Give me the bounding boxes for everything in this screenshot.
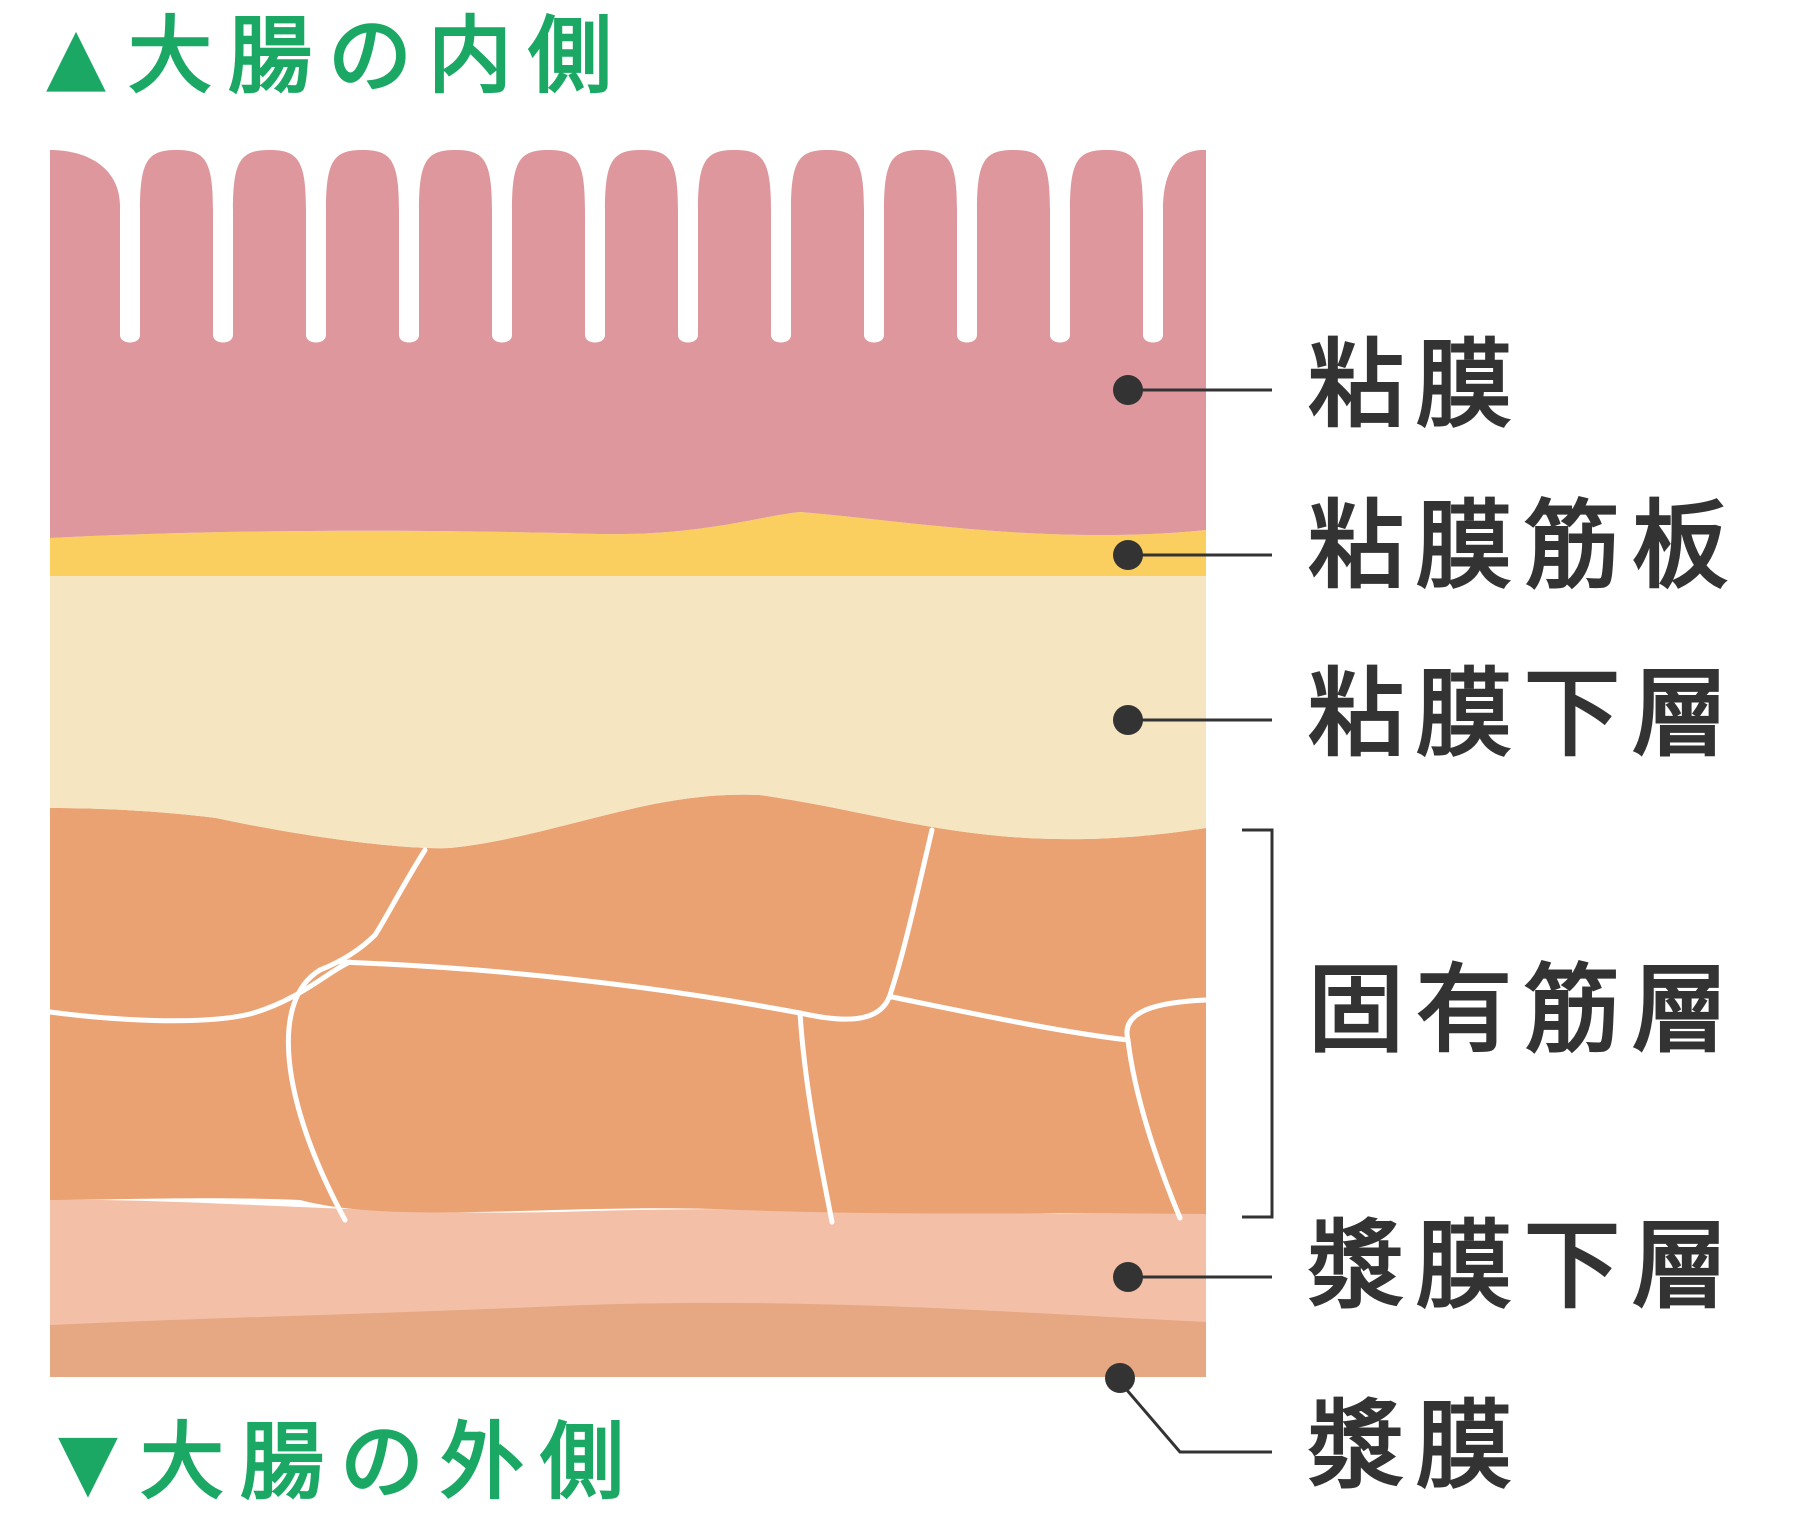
muscle-divider (1124, 997, 1209, 1043)
muscle-divider (1125, 1037, 1183, 1221)
mm-dot (1113, 540, 1143, 570)
mucosa-dot (1113, 375, 1143, 405)
triangle-up-icon: ▲ (46, 11, 106, 101)
label-mucosa: 粘膜 (1308, 329, 1524, 441)
serosa-leader (1118, 1381, 1272, 1454)
muscle-divider (797, 827, 935, 1022)
outer-side-text: 大腸の外側 (140, 1413, 641, 1511)
muscle-divider (285, 967, 348, 1223)
inner-side-heading: ▲ 大腸の内側 (46, 14, 628, 98)
outer-side-heading: ▼ 大腸の外側 (58, 1420, 640, 1504)
inner-side-text: 大腸の内側 (128, 7, 629, 105)
muscularis-mucosae-layer (50, 512, 1206, 576)
mp-bracket (1242, 828, 1274, 1219)
submucosa-dot (1113, 705, 1143, 735)
label-muscularis-mucosae: 粘膜筋板 (1308, 490, 1740, 602)
muscle-divider (889, 994, 1131, 1043)
label-serosa: 漿膜 (1308, 1390, 1524, 1502)
label-subserosa: 漿膜下層 (1308, 1210, 1740, 1322)
subserosa-dot (1113, 1262, 1143, 1292)
leader-dots (1105, 375, 1143, 1393)
triangle-down-icon: ▼ (58, 1417, 118, 1507)
subserosa-layer (50, 1199, 1206, 1325)
label-submucosa: 粘膜下層 (1308, 658, 1740, 770)
muscle-divider (337, 959, 803, 1016)
muscle-divider (797, 1010, 835, 1225)
mucosa-layer (50, 150, 1206, 538)
muscle-divider-lines (47, 827, 1209, 1225)
muscle-divider (47, 959, 353, 1024)
label-muscularis-propria: 固有筋層 (1308, 954, 1740, 1066)
submucosa-layer (50, 576, 1206, 849)
muscularis-propria-layer (50, 794, 1206, 1214)
leader-lines (1118, 388, 1274, 1454)
serosa-dot (1105, 1363, 1135, 1393)
